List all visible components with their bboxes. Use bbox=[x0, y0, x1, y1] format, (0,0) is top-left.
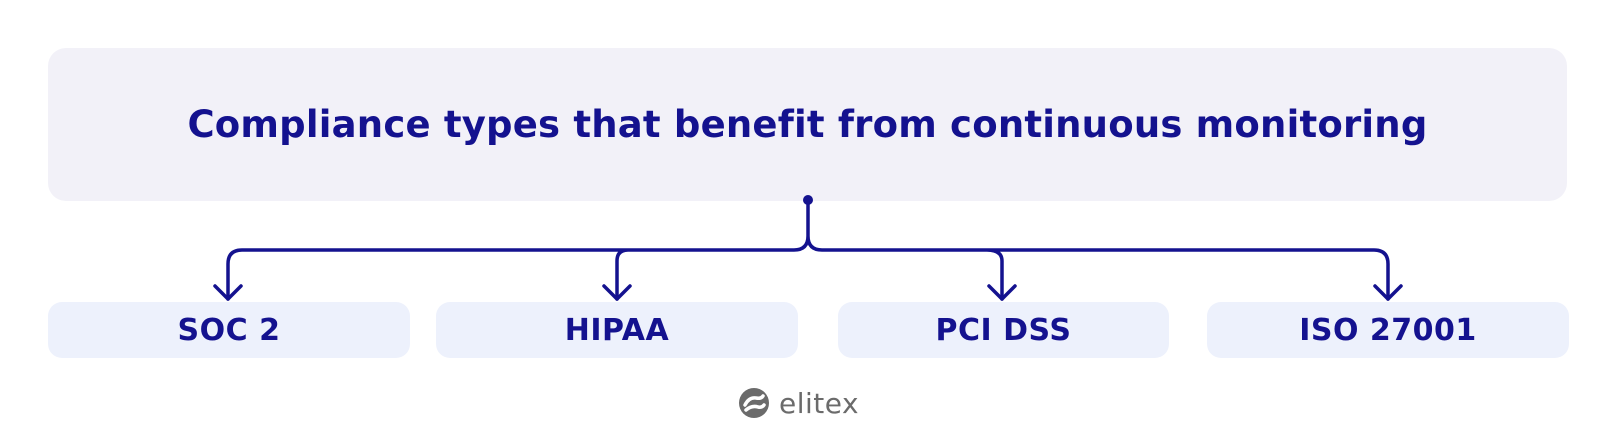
diagram-title: Compliance types that benefit from conti… bbox=[187, 103, 1428, 146]
item-label-pci-dss: PCI DSS bbox=[935, 312, 1072, 348]
item-label-iso-27001: ISO 27001 bbox=[1299, 312, 1477, 348]
item-box-pci-dss: PCI DSS bbox=[838, 302, 1169, 358]
arrow-head-1 bbox=[213, 284, 243, 301]
item-box-hipaa: HIPAA bbox=[436, 302, 798, 358]
item-box-iso-27001: ISO 27001 bbox=[1207, 302, 1569, 358]
arrow-head-4 bbox=[1373, 284, 1403, 301]
elitex-logo-icon bbox=[739, 388, 769, 418]
footer-logo: elitex bbox=[737, 386, 859, 420]
item-label-soc2: SOC 2 bbox=[177, 312, 281, 348]
footer-brand-name: elitex bbox=[779, 386, 860, 420]
connector-path bbox=[226, 198, 1390, 301]
item-box-soc2: SOC 2 bbox=[48, 302, 410, 358]
arrow-head-3 bbox=[987, 284, 1017, 301]
arrow-head-2 bbox=[602, 284, 632, 301]
item-label-hipaa: HIPAA bbox=[564, 312, 670, 348]
title-box: Compliance types that benefit from conti… bbox=[48, 48, 1567, 201]
